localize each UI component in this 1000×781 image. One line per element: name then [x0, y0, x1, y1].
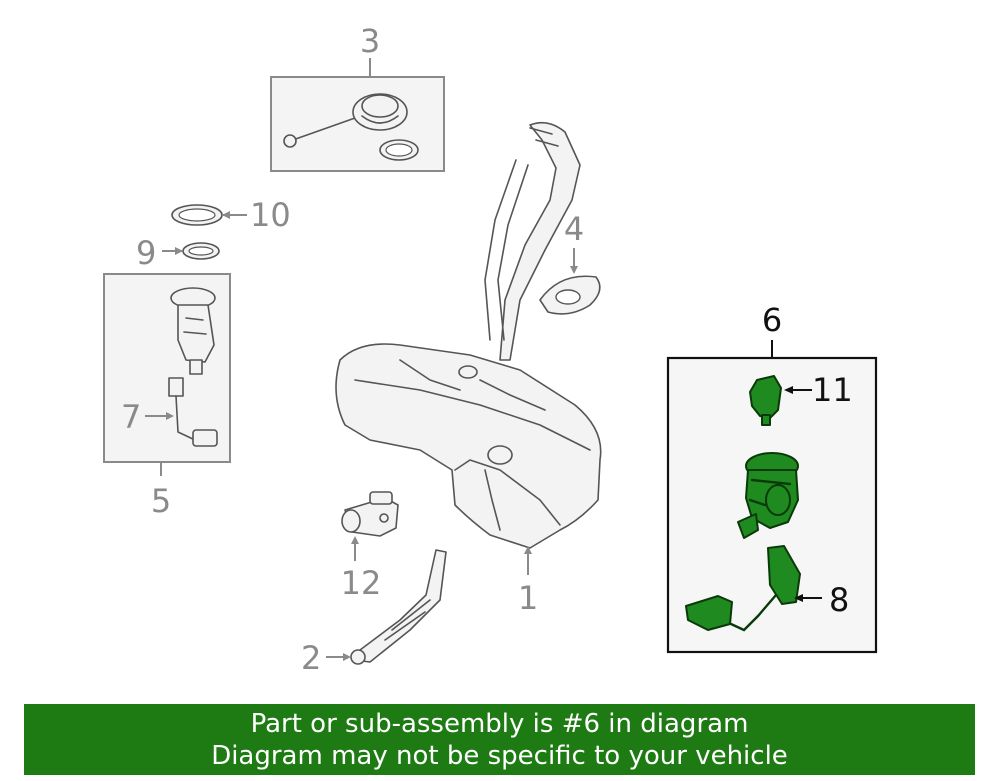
info-banner: Part or sub-assembly is #6 in diagram Di…	[24, 704, 975, 775]
callout-10: 10	[250, 196, 291, 234]
valve-icon	[341, 491, 399, 537]
part-9-group: 9	[136, 234, 220, 272]
fuel-level-sender-icon[interactable]	[685, 545, 801, 632]
fuel-pump-icon[interactable]	[737, 452, 799, 539]
part-3-box	[270, 76, 445, 172]
callout-11: 11	[812, 371, 853, 409]
callout-4: 4	[564, 210, 584, 248]
part-2-group: 2	[301, 549, 447, 677]
callout-3: 3	[360, 22, 380, 60]
banner-line-2: Diagram may not be specific to your vehi…	[211, 740, 788, 771]
part-3-group: 3	[270, 22, 445, 172]
fuel-tank-icon	[335, 343, 602, 549]
part-5-group: 7 5	[103, 273, 231, 520]
part-10-group: 10	[171, 196, 291, 234]
callout-8: 8	[829, 581, 849, 619]
callout-2: 2	[301, 639, 321, 677]
callout-1: 1	[518, 579, 538, 617]
filler-neck-icon	[484, 121, 581, 361]
fuel-cap-icon	[283, 93, 419, 161]
part-1-group: 1	[335, 121, 602, 617]
callout-6: 6	[762, 301, 782, 339]
pressure-sensor-icon[interactable]	[749, 375, 782, 426]
callout-7: 7	[121, 398, 141, 436]
part-6-group: 6 11 8	[666, 301, 878, 654]
part-12-group: 12	[341, 491, 399, 602]
callout-5: 5	[151, 482, 171, 520]
fuel-level-sender-icon	[168, 377, 218, 447]
callout-9: 9	[136, 234, 156, 272]
callout-12: 12	[341, 564, 382, 602]
part-4-group: 4	[539, 210, 601, 315]
banner-line-1: Part or sub-assembly is #6 in diagram	[250, 708, 749, 739]
fuel-pump-module-icon	[170, 287, 216, 375]
